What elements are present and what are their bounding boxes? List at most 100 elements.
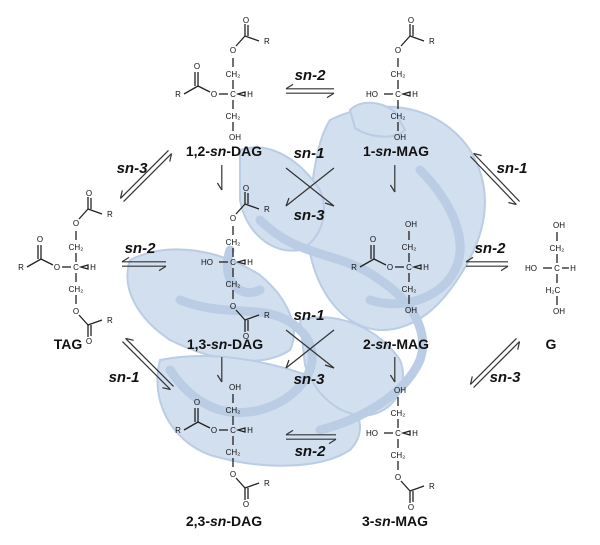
atom-label: CH₂	[226, 238, 241, 247]
atom-label: O	[408, 16, 414, 25]
bond	[125, 337, 134, 341]
bond	[285, 197, 290, 207]
bond	[244, 314, 260, 321]
bond	[324, 364, 335, 369]
bond	[465, 256, 474, 263]
atom-label: O	[230, 302, 236, 311]
wedge-bond	[235, 259, 246, 265]
cross-arrows-upper	[285, 167, 335, 207]
atom-label: H	[247, 258, 253, 267]
bond	[235, 477, 246, 489]
arrow-mag2-to-mag3	[389, 357, 396, 383]
label-1-3-sn-dag: 1,3-sn-DAG	[187, 336, 263, 352]
wedge-bond	[78, 264, 89, 270]
atom-label: O	[230, 470, 236, 479]
bond	[285, 329, 335, 369]
atom-label: R	[429, 482, 435, 491]
atom-label: O	[408, 503, 414, 512]
reaction-cross2-sn3: sn-3	[294, 371, 326, 388]
atom-label: H	[570, 264, 576, 273]
bond	[409, 485, 425, 492]
reaction-cross1-sn1: sn-1	[294, 145, 325, 162]
atom-label: O	[395, 46, 401, 55]
arrow-mid-right	[465, 256, 509, 272]
atom-label: H	[423, 263, 429, 272]
atom-label: O	[395, 473, 401, 482]
atom-label: OH	[405, 220, 417, 229]
reaction-left-bottom-sn1: sn-1	[109, 369, 140, 386]
arrow-dag12-to-dag13	[216, 165, 223, 191]
atom-label: H₂C	[546, 286, 561, 295]
atom-label: R	[264, 205, 270, 214]
label-2-3-sn-dag: 2,3-sn-DAG	[186, 513, 262, 529]
bond	[285, 83, 294, 90]
arrow-right-bottom	[469, 338, 521, 388]
atom-label: O	[230, 214, 236, 223]
bond	[324, 202, 335, 207]
atom-label: O	[86, 337, 92, 346]
bond	[409, 35, 425, 42]
atom-label: R	[264, 311, 270, 320]
atom-label: R	[264, 37, 270, 46]
bond	[125, 338, 174, 387]
bond	[235, 309, 246, 321]
bond	[470, 338, 517, 385]
bond	[473, 153, 521, 202]
atom-label: R	[107, 316, 113, 325]
bond	[517, 341, 521, 350]
bond	[183, 85, 199, 95]
atom-label: H	[412, 90, 418, 99]
atom-label: R	[264, 479, 270, 488]
bond	[162, 387, 171, 391]
bond	[122, 341, 171, 390]
bond	[400, 480, 411, 492]
atom-label: O	[86, 189, 92, 198]
atom-label: C	[73, 263, 79, 272]
label-2-sn-mag: 2-sn-MAG	[363, 336, 429, 352]
bond	[389, 184, 396, 193]
bond	[123, 153, 172, 202]
atom-label: HO	[201, 258, 213, 267]
bond	[400, 35, 411, 47]
atom-label: C	[395, 90, 401, 99]
wedge-bond	[400, 430, 411, 436]
reaction-bottom-sn2: sn-2	[295, 443, 327, 460]
arrow-bottom	[285, 429, 337, 445]
atom-label: R	[107, 210, 113, 219]
atom-label: CH₂	[391, 112, 406, 121]
atom-label: O	[73, 307, 79, 316]
bond	[285, 359, 290, 369]
atom-label: HO	[525, 264, 537, 273]
bond	[235, 203, 246, 215]
atom-label: CH₂	[550, 244, 565, 253]
bond	[473, 152, 482, 157]
bond	[328, 438, 337, 445]
atom-label: O	[54, 263, 60, 272]
atom-label: R	[351, 263, 357, 272]
bond	[326, 92, 335, 99]
bond	[469, 156, 517, 205]
bond	[508, 201, 517, 206]
bond	[244, 35, 260, 42]
bond	[285, 167, 335, 207]
atom-label: OH	[405, 306, 417, 315]
wedge-bond	[235, 427, 246, 433]
atom-label: O	[194, 62, 200, 71]
reaction-cross2-sn1: sn-1	[294, 307, 325, 324]
atom-label: HO	[366, 429, 378, 438]
bond	[216, 374, 223, 383]
bond	[285, 429, 294, 436]
atom-label: CH₂	[391, 70, 406, 79]
atom-label: CH₂	[391, 451, 406, 460]
bond	[473, 341, 520, 388]
atom-label: O	[243, 16, 249, 25]
wedge-bond	[411, 264, 422, 270]
atom-label: C	[230, 90, 236, 99]
atom-label: CH₂	[69, 243, 84, 252]
